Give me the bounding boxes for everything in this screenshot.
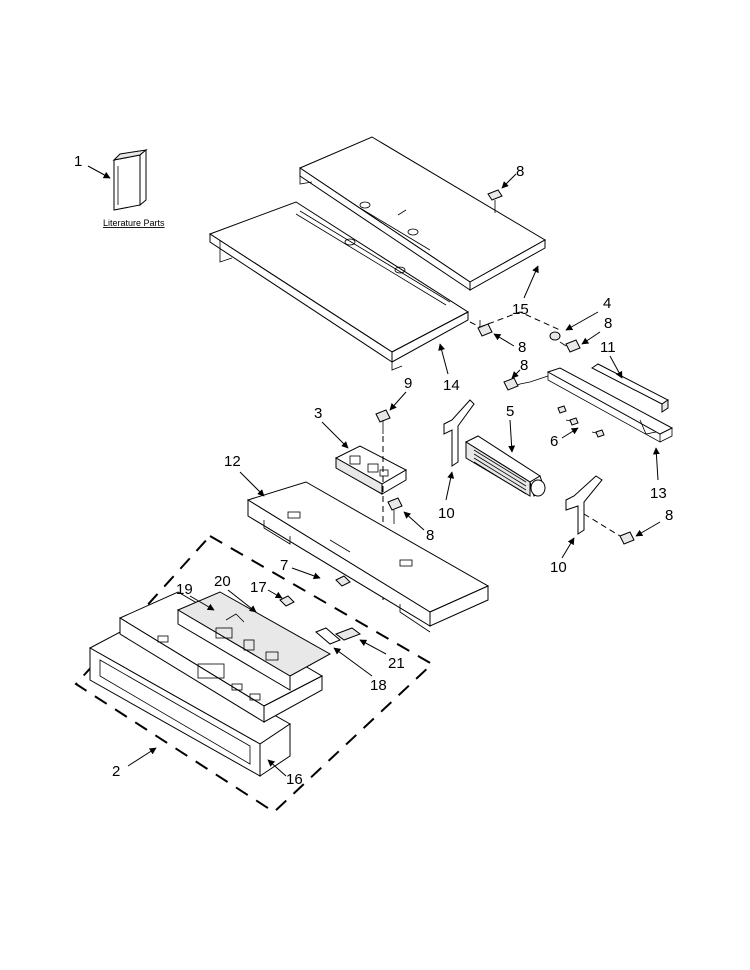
leader-19 — [189, 595, 215, 611]
leader-8-middle — [403, 511, 425, 531]
literature-booklet[interactable] — [112, 148, 148, 211]
leader-4 — [565, 311, 599, 331]
fan-bracket-right[interactable] — [565, 475, 603, 535]
screw-panel[interactable] — [477, 320, 493, 337]
callout-5[interactable]: 5 — [506, 403, 514, 420]
callout-8-far-right[interactable]: 8 — [665, 507, 673, 524]
leader-8-far-right — [635, 521, 661, 537]
callout-3[interactable]: 3 — [314, 405, 322, 422]
leader-18 — [333, 647, 373, 677]
leader-17 — [267, 589, 283, 599]
screw-bracket[interactable] — [503, 377, 519, 391]
callout-19[interactable]: 19 — [176, 581, 193, 598]
callout-10-right[interactable]: 10 — [550, 559, 567, 576]
board-bracket[interactable] — [315, 627, 362, 645]
callout-8-top[interactable]: 8 — [516, 163, 524, 180]
callout-21[interactable]: 21 — [388, 655, 405, 672]
rear-top-panel[interactable] — [298, 136, 546, 291]
small-screws[interactable] — [557, 405, 605, 438]
leader-2 — [127, 747, 157, 767]
assembly-axis-right — [583, 513, 621, 537]
board-clip[interactable] — [279, 595, 295, 607]
leader-21 — [359, 639, 387, 655]
control-base-panel[interactable] — [246, 481, 490, 633]
leader-10-left — [445, 471, 455, 501]
leader-14 — [438, 343, 449, 375]
screw-nine[interactable] — [375, 409, 391, 434]
screw-middle[interactable] — [387, 497, 403, 524]
leader-8-top — [501, 173, 517, 189]
leader-8-bracket — [511, 369, 521, 379]
callout-9[interactable]: 9 — [404, 375, 412, 392]
callout-7[interactable]: 7 — [280, 557, 288, 574]
leader-1 — [87, 165, 111, 179]
control-board[interactable] — [176, 591, 332, 691]
callout-15[interactable]: 15 — [512, 301, 529, 318]
callout-20[interactable]: 20 — [214, 573, 231, 590]
callout-8-middle[interactable]: 8 — [426, 527, 434, 544]
leader-13 — [652, 447, 660, 481]
callout-10-left[interactable]: 10 — [438, 505, 455, 522]
fan-bracket-left[interactable] — [443, 399, 475, 467]
callout-6[interactable]: 6 — [550, 433, 558, 450]
cooling-fan[interactable] — [464, 435, 546, 497]
leader-15 — [523, 265, 539, 299]
callout-1[interactable]: 1 — [74, 153, 82, 170]
callout-8-right[interactable]: 8 — [604, 315, 612, 332]
front-top-panel[interactable] — [208, 201, 469, 371]
callout-14[interactable]: 14 — [443, 377, 460, 394]
callout-13[interactable]: 13 — [650, 485, 667, 502]
screw-far-right[interactable] — [619, 531, 635, 545]
callout-2[interactable]: 2 — [112, 763, 120, 780]
screw-right[interactable] — [559, 339, 581, 353]
assembly-axis-upper — [469, 311, 561, 331]
leader-12 — [239, 471, 265, 497]
leader-8-right — [581, 331, 601, 345]
callout-18[interactable]: 18 — [370, 677, 387, 694]
leader-8-panel — [493, 333, 515, 347]
leader-16 — [267, 759, 287, 777]
callout-8-bracket[interactable]: 8 — [520, 357, 528, 374]
bracket-rod[interactable] — [591, 363, 669, 413]
callout-17[interactable]: 17 — [250, 579, 267, 596]
leader-9 — [389, 391, 407, 411]
callout-11[interactable]: 11 — [600, 339, 616, 356]
screw-top[interactable] — [487, 189, 503, 213]
callout-12[interactable]: 12 — [224, 453, 241, 470]
callout-16[interactable]: 16 — [286, 771, 303, 788]
callout-8-panel[interactable]: 8 — [518, 339, 526, 356]
leader-3 — [321, 421, 349, 449]
leader-10-right — [561, 537, 575, 559]
leader-5 — [508, 419, 516, 453]
leader-7 — [291, 567, 321, 580]
leader-20 — [227, 589, 257, 613]
small-clip[interactable] — [335, 575, 351, 587]
callout-4[interactable]: 4 — [603, 295, 611, 312]
leader-11 — [609, 355, 623, 379]
leader-6 — [561, 427, 579, 439]
mounting-bracket[interactable] — [509, 367, 674, 443]
washer[interactable] — [549, 331, 561, 341]
literature-parts-label[interactable]: Literature Parts — [103, 218, 165, 228]
control-bracket[interactable] — [334, 445, 408, 495]
